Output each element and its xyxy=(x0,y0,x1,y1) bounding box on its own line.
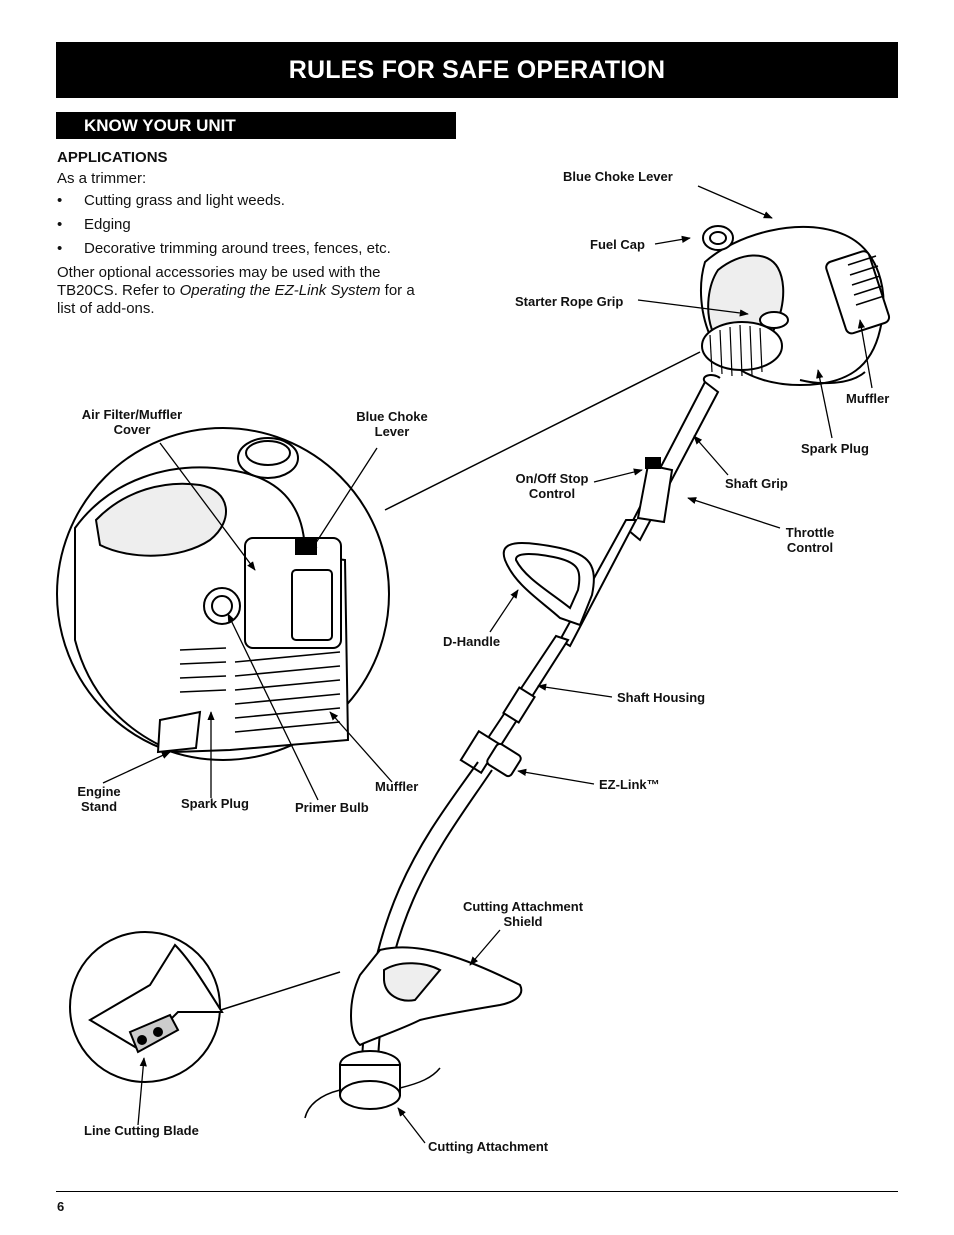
label-fuel-cap: Fuel Cap xyxy=(590,237,645,252)
shield-drawing xyxy=(350,946,523,1047)
label-air-filter-muffler-cover: Air Filter/Muffler Cover xyxy=(81,407,183,437)
list-item: •Edging xyxy=(57,216,131,233)
label-spark-plug: Spark Plug xyxy=(801,441,869,456)
applications-block: APPLICATIONS As a trimmer: •Cutting gras… xyxy=(57,149,437,318)
blade-detail-inset xyxy=(69,931,224,1083)
label-muffler-inset: Muffler xyxy=(375,779,419,794)
label-starter-rope-grip: Starter Rope Grip xyxy=(515,294,624,309)
cutting-head-drawing xyxy=(339,1080,401,1110)
bullet: • xyxy=(57,192,63,209)
label-throttle-control: Throttle Control xyxy=(785,525,835,555)
throttle-housing xyxy=(636,463,674,524)
label-cutting-attachment: Cutting Attachment xyxy=(428,1139,549,1154)
label-line-cutting-blade: Line Cutting Blade xyxy=(84,1123,199,1138)
ez-link-reference: Operating the EZ-Link System xyxy=(179,282,381,299)
footer-rule xyxy=(56,1191,898,1192)
engine-detail-inset xyxy=(56,427,390,761)
label-blue-choke-lever: Blue Choke Lever xyxy=(563,169,673,184)
label-shaft-grip: Shaft Grip xyxy=(725,476,788,491)
label-cutting-attachment-shield: Cutting Attachment Shield xyxy=(462,899,584,929)
accessories-paragraph: Other optional accessories may be used w… xyxy=(57,264,415,317)
applications-heading: APPLICATIONS xyxy=(57,149,168,166)
list-item: •Decorative trimming around trees, fence… xyxy=(57,240,391,257)
callout-leaders xyxy=(102,185,873,1144)
label-engine-stand: Engine Stand xyxy=(77,784,121,814)
section-title: KNOW YOUR UNIT xyxy=(84,115,236,135)
list-item: •Cutting grass and light weeds. xyxy=(57,192,285,209)
trimmer-drawing xyxy=(204,225,891,1119)
page-title: RULES FOR SAFE OPERATION xyxy=(288,55,666,84)
label-spark-plug-inset: Spark Plug xyxy=(181,796,249,811)
label-ez-link: EZ-Link™ xyxy=(599,777,660,792)
label-muffler: Muffler xyxy=(846,391,890,406)
section-header: KNOW YOUR UNIT xyxy=(56,112,456,139)
fuel-cap-drawing xyxy=(702,225,734,251)
label-on-off-stop-control: On/Off Stop Control xyxy=(515,471,589,501)
applications-list: •Cutting grass and light weeds. •Edging … xyxy=(57,192,437,258)
page-number: 6 xyxy=(57,1199,65,1214)
label-d-handle: D-Handle xyxy=(443,634,501,649)
bullet: • xyxy=(57,240,63,257)
bullet: • xyxy=(57,216,63,233)
label-primer-bulb: Primer Bulb xyxy=(295,800,369,815)
label-blue-choke-lever-inset: Blue Choke Lever xyxy=(356,409,428,439)
page-title-banner: RULES FOR SAFE OPERATION xyxy=(56,42,898,98)
label-shaft-housing: Shaft Housing xyxy=(617,690,706,705)
applications-intro: As a trimmer: xyxy=(57,170,147,187)
